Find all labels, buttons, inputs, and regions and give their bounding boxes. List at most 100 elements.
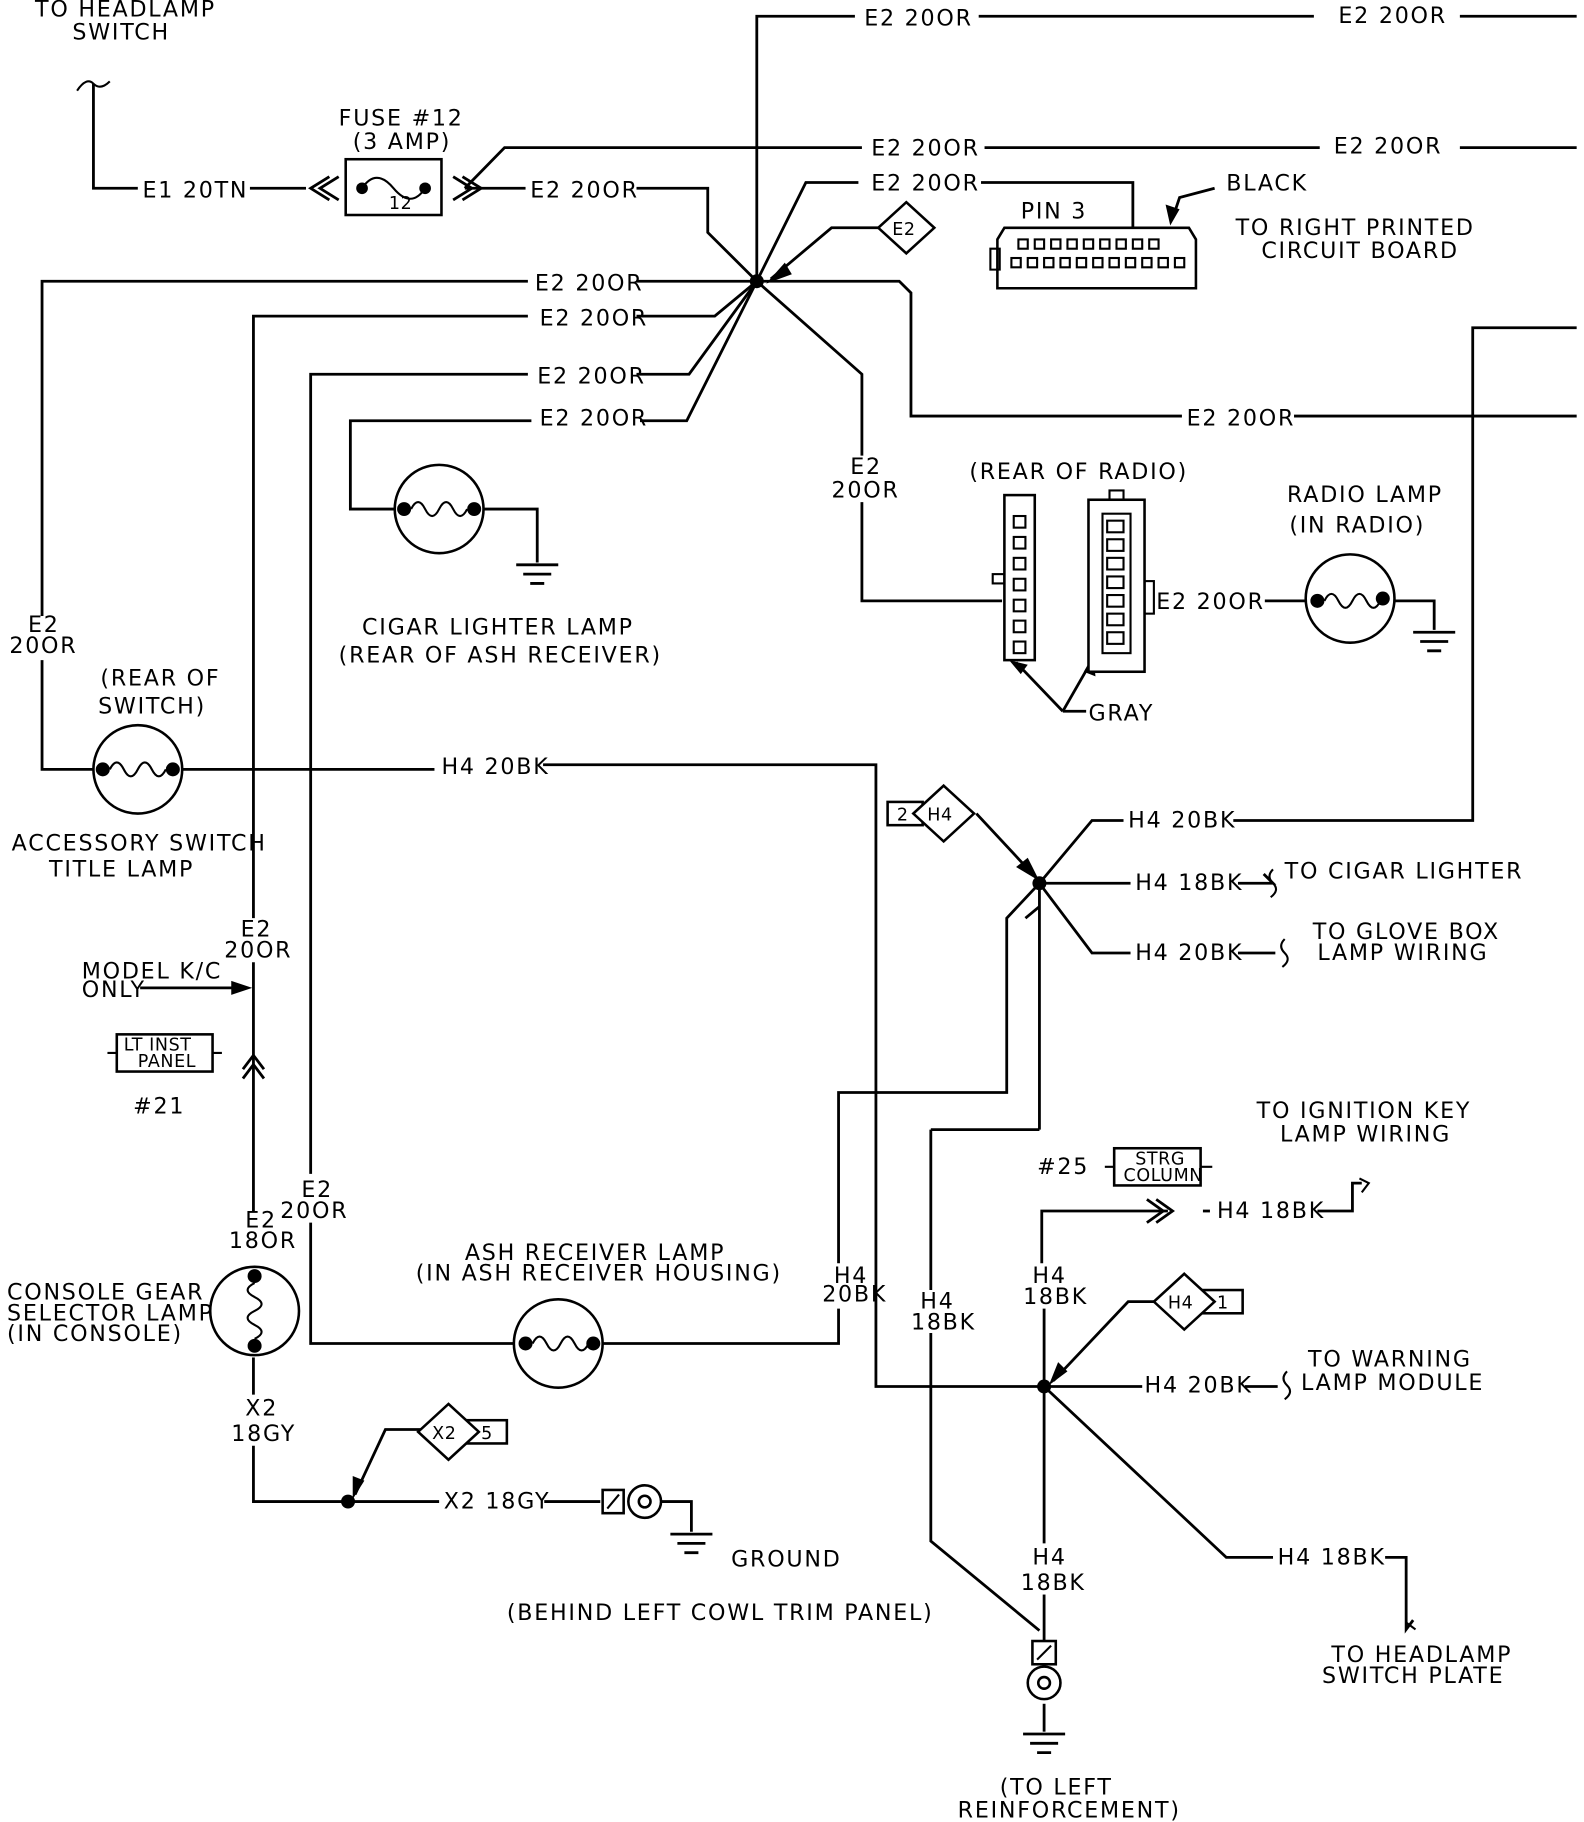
ground-label: GROUND: [731, 1547, 841, 1573]
lamp-radio: [1304, 553, 1396, 644]
wire-tails: [1268, 868, 1417, 1631]
lt-inst-line-1: LT INST: [124, 1036, 192, 1056]
ign-key-label-1: TO IGNITION KEY: [1256, 1098, 1471, 1124]
connector-chevrons: [241, 175, 1175, 1224]
wire-label-x2: X2 18GY: [444, 1489, 550, 1515]
model-label-1: MODEL K/C: [82, 959, 222, 985]
strg-column-box: STRG COLUMN: [1104, 1146, 1213, 1187]
wire-label-e2-top-2: E2 20OR: [871, 136, 980, 162]
wire-e2-ash: [309, 372, 528, 1174]
wire-label-e2-left-4: E2 20OR: [540, 405, 649, 431]
wire-label-e2-left-1: E2 20OR: [535, 271, 644, 297]
wire-radio-ground: [1385, 599, 1436, 630]
tag-h4-1-text: H4: [1168, 1294, 1193, 1314]
fuse-number: 12: [389, 194, 412, 214]
fuse-label-1: FUSE #12: [339, 106, 464, 132]
wire-splice3-headlamp: [1043, 1385, 1274, 1559]
cigar-lamp-label-1: CIGAR LIGHTER LAMP: [362, 615, 634, 641]
tag-h4-1: 1 H4: [1151, 1272, 1244, 1332]
tag-h4-2-text: H4: [927, 806, 952, 826]
behind-cowl-label: (BEHIND LEFT COWL TRIM PANEL): [507, 1600, 934, 1626]
wire-ign-key-c: [1317, 1181, 1362, 1213]
wire-label-h4-acc: H4 20BK: [441, 754, 549, 780]
warning-label-2: LAMP MODULE: [1301, 1370, 1484, 1396]
h4-gauge-ground: 18BK: [1021, 1570, 1086, 1596]
glove-box-label-2: LAMP WIRING: [1317, 940, 1488, 966]
wire-label-e2-fuse: E2 20OR: [530, 178, 639, 204]
wire-label-h4-warn: H4 20BK: [1145, 1372, 1253, 1398]
strg-line-1: STRG: [1135, 1150, 1185, 1170]
wire-label-e2-pin3: E2 20OR: [871, 171, 980, 197]
wire-radio-feed: [860, 502, 1003, 603]
tag-x2-5: 5 X2: [416, 1402, 509, 1462]
tag-e2: E2: [876, 200, 937, 256]
wire-splice-spoke-1: [636, 186, 758, 283]
model-label-2: ONLY: [82, 977, 146, 1003]
acc-switch-label-1: ACCESSORY SWITCH: [12, 831, 267, 857]
console-label-1: CONSOLE GEAR: [7, 1279, 204, 1305]
labels: TO HEADLAMP SWITCH FUSE #12 (3 AMP) E1 2…: [7, 0, 1524, 1822]
e2-code-ash: E2: [301, 1177, 333, 1203]
wire-splice2-3: [1038, 882, 1131, 955]
headlamp-plate-label-2: SWITCH PLATE: [1322, 1663, 1504, 1689]
cigar-lamp-label-2: (REAR OF ASH RECEIVER): [339, 643, 662, 669]
wire-splice-to-radio: [755, 280, 864, 456]
headlamp-plate-label-1: TO HEADLAMP: [1330, 1642, 1512, 1668]
lamp-console-gear: [208, 1265, 301, 1357]
wire-splice-spoke-2: [755, 181, 859, 282]
wire-label-e2-top-1b: E2 20OR: [1338, 3, 1447, 29]
wire-top-e2-1: [755, 14, 855, 282]
pcb-connector-pins: [1010, 238, 1186, 269]
tag-h4-2-number: 2: [897, 806, 909, 826]
wire-e2-ash-b: [309, 1222, 523, 1345]
lt-inst-number: #21: [133, 1093, 185, 1119]
headlamp-switch-label-2: SWITCH: [72, 20, 169, 46]
wire-label-h4-cigar: H4 18BK: [1135, 870, 1243, 896]
gray-label: GRAY: [1088, 701, 1154, 727]
right-pcb-label-1: TO RIGHT PRINTED: [1235, 215, 1475, 241]
wire-right-vertical: [1233, 326, 1577, 822]
splice-e2-main: [749, 274, 764, 289]
tag-x2-5-text: X2: [432, 1424, 456, 1444]
lamp-cigar-lighter: [393, 463, 485, 555]
rear-switch-label-2: SWITCH): [98, 694, 206, 720]
wire-headlamp-plate: [1385, 1555, 1415, 1634]
acc-switch-label-2: TITLE LAMP: [48, 856, 194, 882]
x2-code-console: X2: [245, 1396, 278, 1422]
wire-console-x2-b: [252, 1445, 440, 1503]
lt-inst-panel-box: LT INST PANEL: [107, 1033, 222, 1073]
wire-break-symbol: [76, 80, 111, 92]
wire-cigar-ground: [474, 507, 539, 563]
e2-code-radio: E2: [850, 454, 882, 480]
splice-h4-upper: [1032, 876, 1047, 891]
wire-ash-h4: [601, 1308, 840, 1345]
ground-symbols: [516, 563, 1456, 1754]
to-cigar-lighter-label: TO CIGAR LIGHTER: [1284, 859, 1524, 885]
pcb-connector: [989, 226, 1198, 290]
e2-code-model: E2: [241, 917, 273, 943]
wire-h4-18bk-drop-b: [929, 1333, 1041, 1632]
wire-label-e2-top-1: E2 20OR: [864, 6, 973, 32]
wire-splice-spoke-4: [636, 280, 758, 318]
radio-lamp-label-2: (IN RADIO): [1289, 512, 1425, 538]
h4-code-ground: H4: [1032, 1544, 1066, 1570]
strg-number: #25: [1037, 1154, 1089, 1180]
h4-code-drop: H4: [920, 1289, 954, 1315]
headlamp-switch-label-1: TO HEADLAMP: [34, 0, 216, 22]
tag-e2-text: E2: [892, 220, 915, 240]
wire-e1-feed: [92, 83, 138, 190]
rear-switch-label-1: (REAR OF: [100, 666, 220, 692]
wire-left-e2: [40, 279, 528, 616]
wire-label-e2-right: E2 20OR: [1187, 405, 1296, 431]
wire-x2-ground-b: [661, 1500, 693, 1532]
wire-splice2-ash: [837, 882, 1041, 1264]
pin3-label: PIN 3: [1021, 199, 1087, 225]
ign-key-label-2: LAMP WIRING: [1280, 1121, 1451, 1147]
wire-acc-h4-b: [543, 763, 1040, 1388]
fuse-label-2: (3 AMP): [353, 129, 451, 155]
glove-box-label-1: TO GLOVE BOX: [1312, 919, 1500, 945]
wire-label-h4-ign: H4 18BK: [1217, 1198, 1325, 1224]
wire-splice2-1: [1038, 819, 1124, 885]
x2-gauge-console: 18GY: [231, 1421, 296, 1447]
black-label: BLACK: [1226, 171, 1308, 197]
